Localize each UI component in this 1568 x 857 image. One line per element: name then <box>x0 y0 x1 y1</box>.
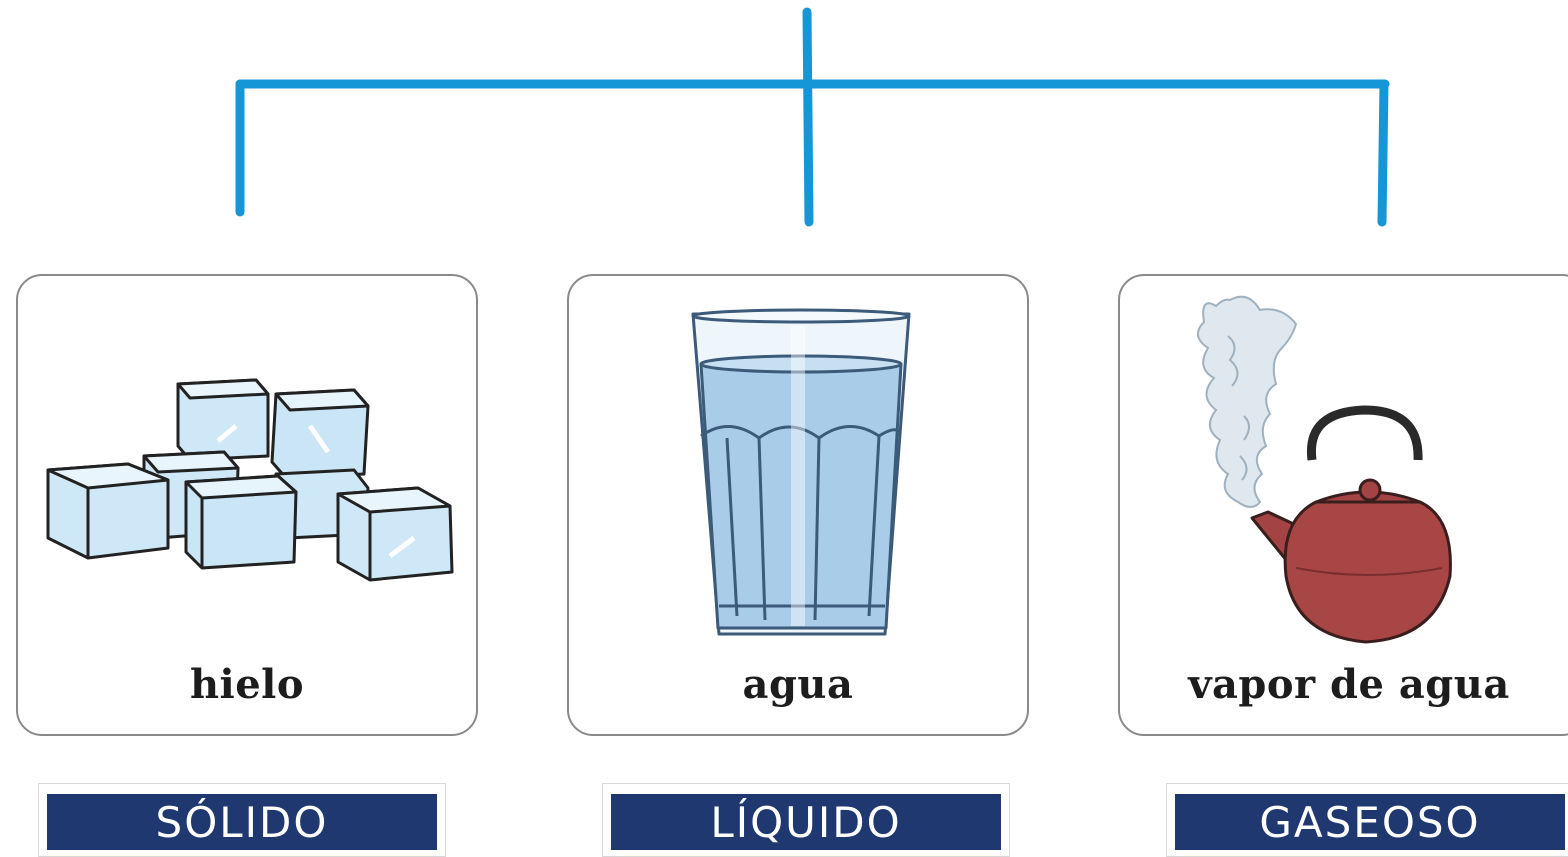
steaming-kettle-illustration <box>1197 295 1452 644</box>
glass-of-water-illustration <box>691 308 911 636</box>
ice-cube <box>184 474 298 570</box>
state-label-solid: SÓLIDO <box>47 794 437 850</box>
connector-branch-right <box>1377 79 1389 227</box>
connector-tree <box>235 7 1390 227</box>
card-label: hielo <box>189 661 305 708</box>
connector-stem <box>802 7 814 227</box>
state-label-liquid: LÍQUIDO <box>611 794 1001 850</box>
state-label-gas: GASEOSO <box>1175 794 1565 850</box>
ice-cube <box>176 378 270 462</box>
card-label: agua <box>742 661 854 708</box>
card-label: vapor de agua <box>1188 661 1510 708</box>
kettle-body <box>1283 500 1452 644</box>
ice-cube <box>270 388 370 480</box>
ice-cubes-illustration <box>46 378 454 582</box>
kettle <box>1250 405 1452 644</box>
steam <box>1197 295 1298 508</box>
kettle-handle <box>1306 405 1423 461</box>
card-steam: vapor de agua <box>1118 274 1568 736</box>
card-ice: hielo <box>16 274 478 736</box>
ice-cube <box>46 462 170 560</box>
card-water: agua <box>567 274 1029 736</box>
ice-cube <box>336 486 454 582</box>
